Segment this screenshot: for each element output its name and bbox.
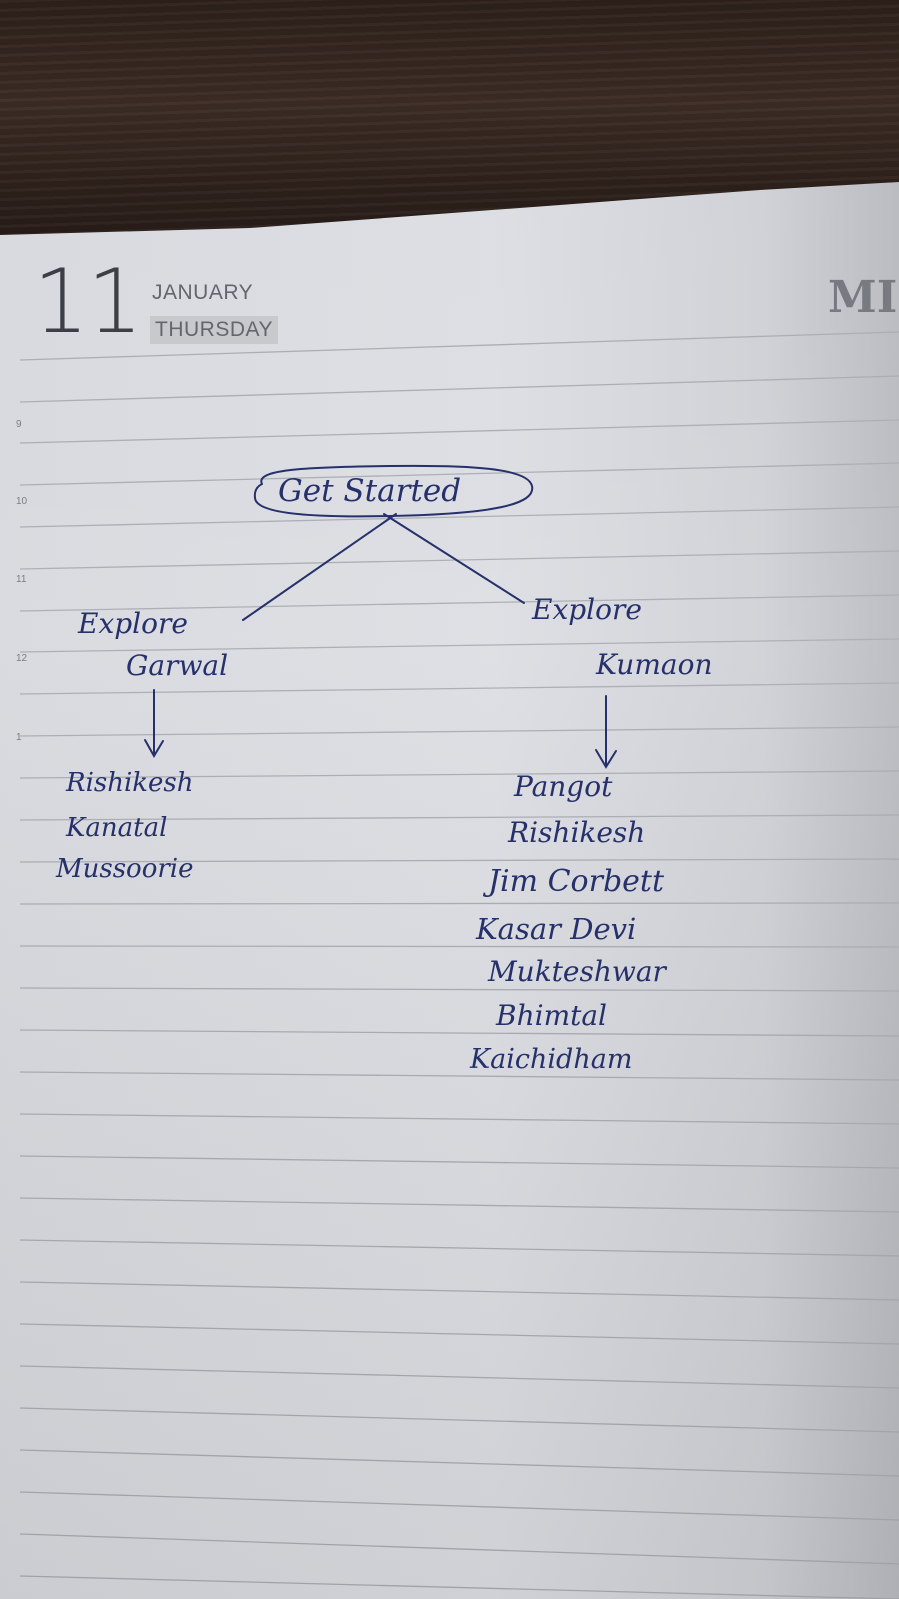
hour-label-1: 1 (16, 732, 22, 743)
branch-right-title-line2: Kumaon (596, 648, 713, 681)
branch-left-title-line1: Explore (78, 607, 188, 640)
right-place-item: Kasar Devi (476, 912, 637, 946)
hour-label-10: 10 (16, 496, 28, 507)
right-place-item: Bhimtal (496, 999, 608, 1032)
root-node-outline (253, 464, 534, 518)
hour-label-9: 9 (16, 419, 22, 430)
right-place-item: Jim Corbett (488, 864, 665, 899)
root-node-label: Get Started (278, 473, 462, 509)
next-page-edge-text: MI (828, 272, 898, 323)
right-place-item: Pangot (514, 770, 613, 803)
day-number: 11 (33, 250, 143, 353)
left-place-item: Kanatal (66, 813, 168, 843)
connector-line-left (242, 513, 397, 621)
left-place-item: Rishikesh (66, 768, 194, 798)
right-place-item: Kaichidham (470, 1044, 633, 1075)
branch-left-title-line2: Garwal (126, 649, 229, 682)
arrow-head-left (144, 739, 164, 758)
wooden-table-background (0, 0, 899, 260)
right-place-item: Mukteshwar (488, 955, 666, 988)
right-place-item: Rishikesh (508, 816, 646, 849)
branch-right-title-line1: Explore (532, 593, 642, 626)
hour-label-12: 12 (16, 653, 28, 664)
connector-line-right (383, 513, 525, 604)
arrow-head-right (595, 749, 617, 769)
month-label: JANUARY (152, 281, 254, 304)
hour-label-11: 11 (16, 574, 27, 585)
left-place-item: Mussoorie (56, 854, 194, 884)
weekday-label: THURSDAY (150, 316, 278, 344)
